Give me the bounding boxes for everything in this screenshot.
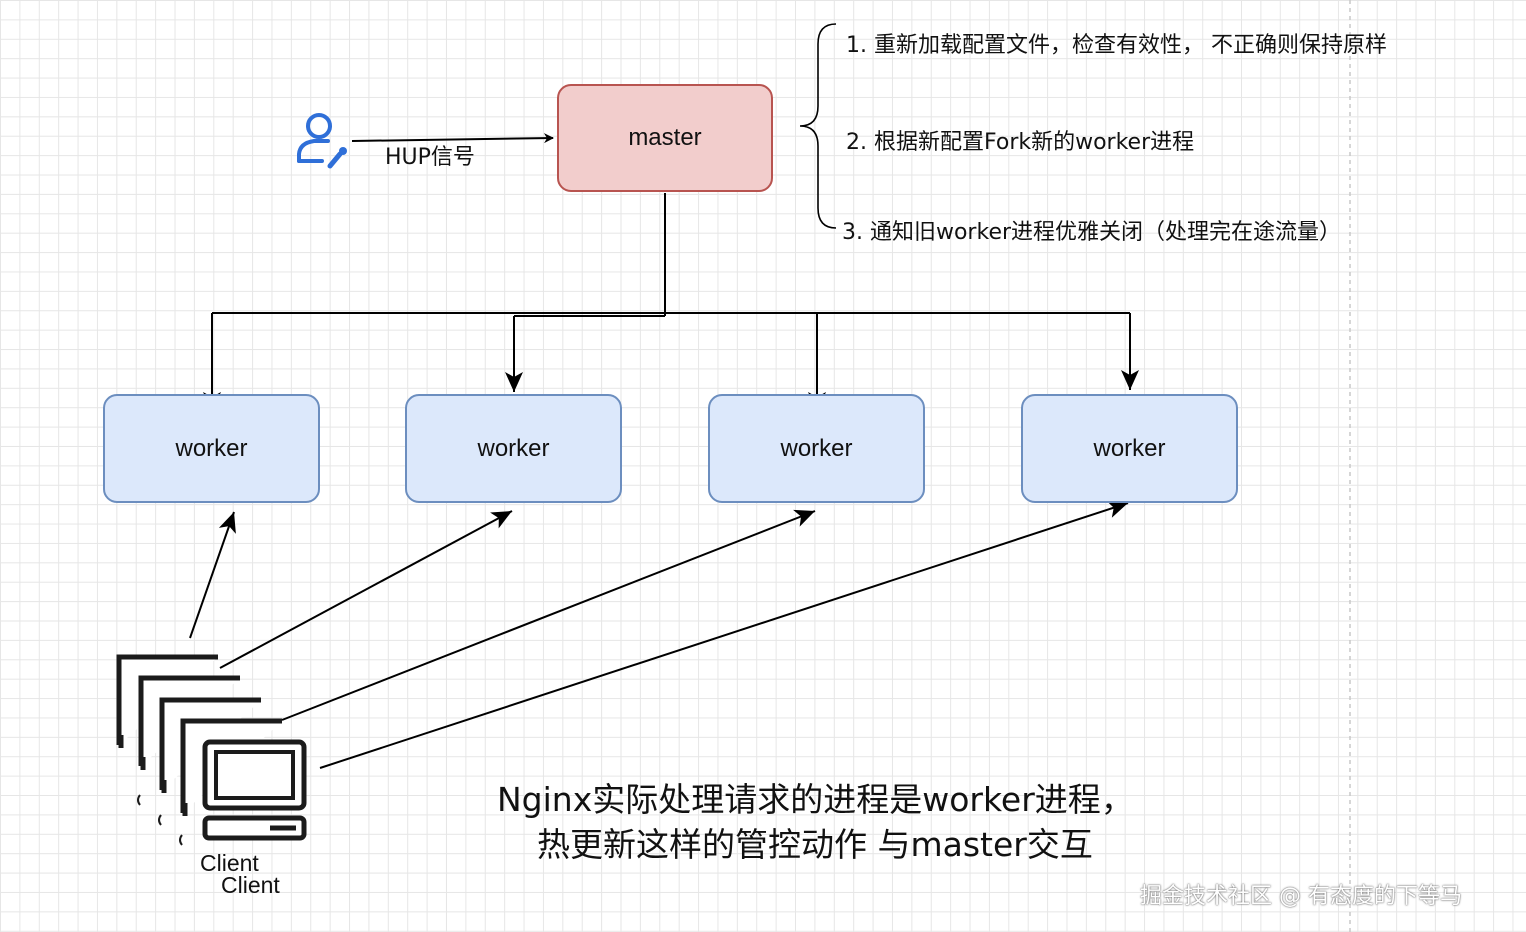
computer-icon	[202, 739, 307, 841]
client-computer-stack	[116, 654, 307, 841]
worker-label: worker	[780, 434, 853, 462]
watermark: 掘金技术社区 @ 有态度的下等马	[1140, 884, 1462, 909]
reload-step-3: 3. 通知旧worker进程优雅关闭（处理完在途流量）	[842, 220, 1342, 245]
worker-process-node-2[interactable]: worker	[405, 394, 622, 503]
master-process-node[interactable]: master	[557, 84, 773, 192]
worker-process-node-1[interactable]: worker	[103, 394, 320, 503]
client-label-front: Client	[221, 872, 280, 898]
reload-step-1: 1. 重新加载配置文件，检查有效性， 不正确则保持原样	[846, 33, 1387, 58]
reload-step-2: 2. 根据新配置Fork新的worker进程	[846, 130, 1195, 155]
client-request-arrows	[189, 500, 1129, 769]
worker-process-node-3[interactable]: worker	[708, 394, 925, 503]
master-label: master	[628, 124, 702, 151]
worker-label: worker	[477, 434, 550, 462]
worker-label: worker	[1093, 434, 1166, 462]
client-label-back: Client	[200, 850, 259, 876]
notes-brace	[799, 23, 837, 229]
user-settings-icon	[297, 113, 347, 169]
master-to-workers-connector	[203, 193, 1139, 412]
hup-signal-arrow	[351, 133, 554, 144]
hup-signal-label: HUP信号	[385, 145, 475, 170]
worker-process-node-4[interactable]: worker	[1021, 394, 1238, 503]
caption-line-2: 热更新这样的管控动作 与master交互	[537, 825, 1093, 864]
caption-line-1: Nginx实际处理请求的进程是worker进程，	[497, 780, 1134, 819]
worker-label: worker	[175, 434, 248, 462]
client-stack-edge-marks	[137, 794, 183, 846]
